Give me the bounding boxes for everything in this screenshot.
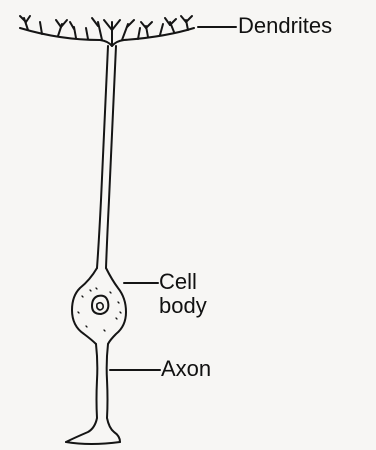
label-cell-body-line2: body	[159, 294, 207, 318]
nucleus	[92, 296, 108, 314]
label-axon: Axon	[161, 357, 211, 381]
label-cell-body: Cell body	[159, 270, 207, 318]
label-dendrites: Dendrites	[238, 14, 332, 38]
dendrites	[20, 16, 194, 46]
label-cell-body-line1: Cell	[159, 270, 207, 294]
dendrite-shaft	[97, 46, 116, 268]
axon	[66, 344, 120, 444]
cell-body	[72, 268, 126, 344]
